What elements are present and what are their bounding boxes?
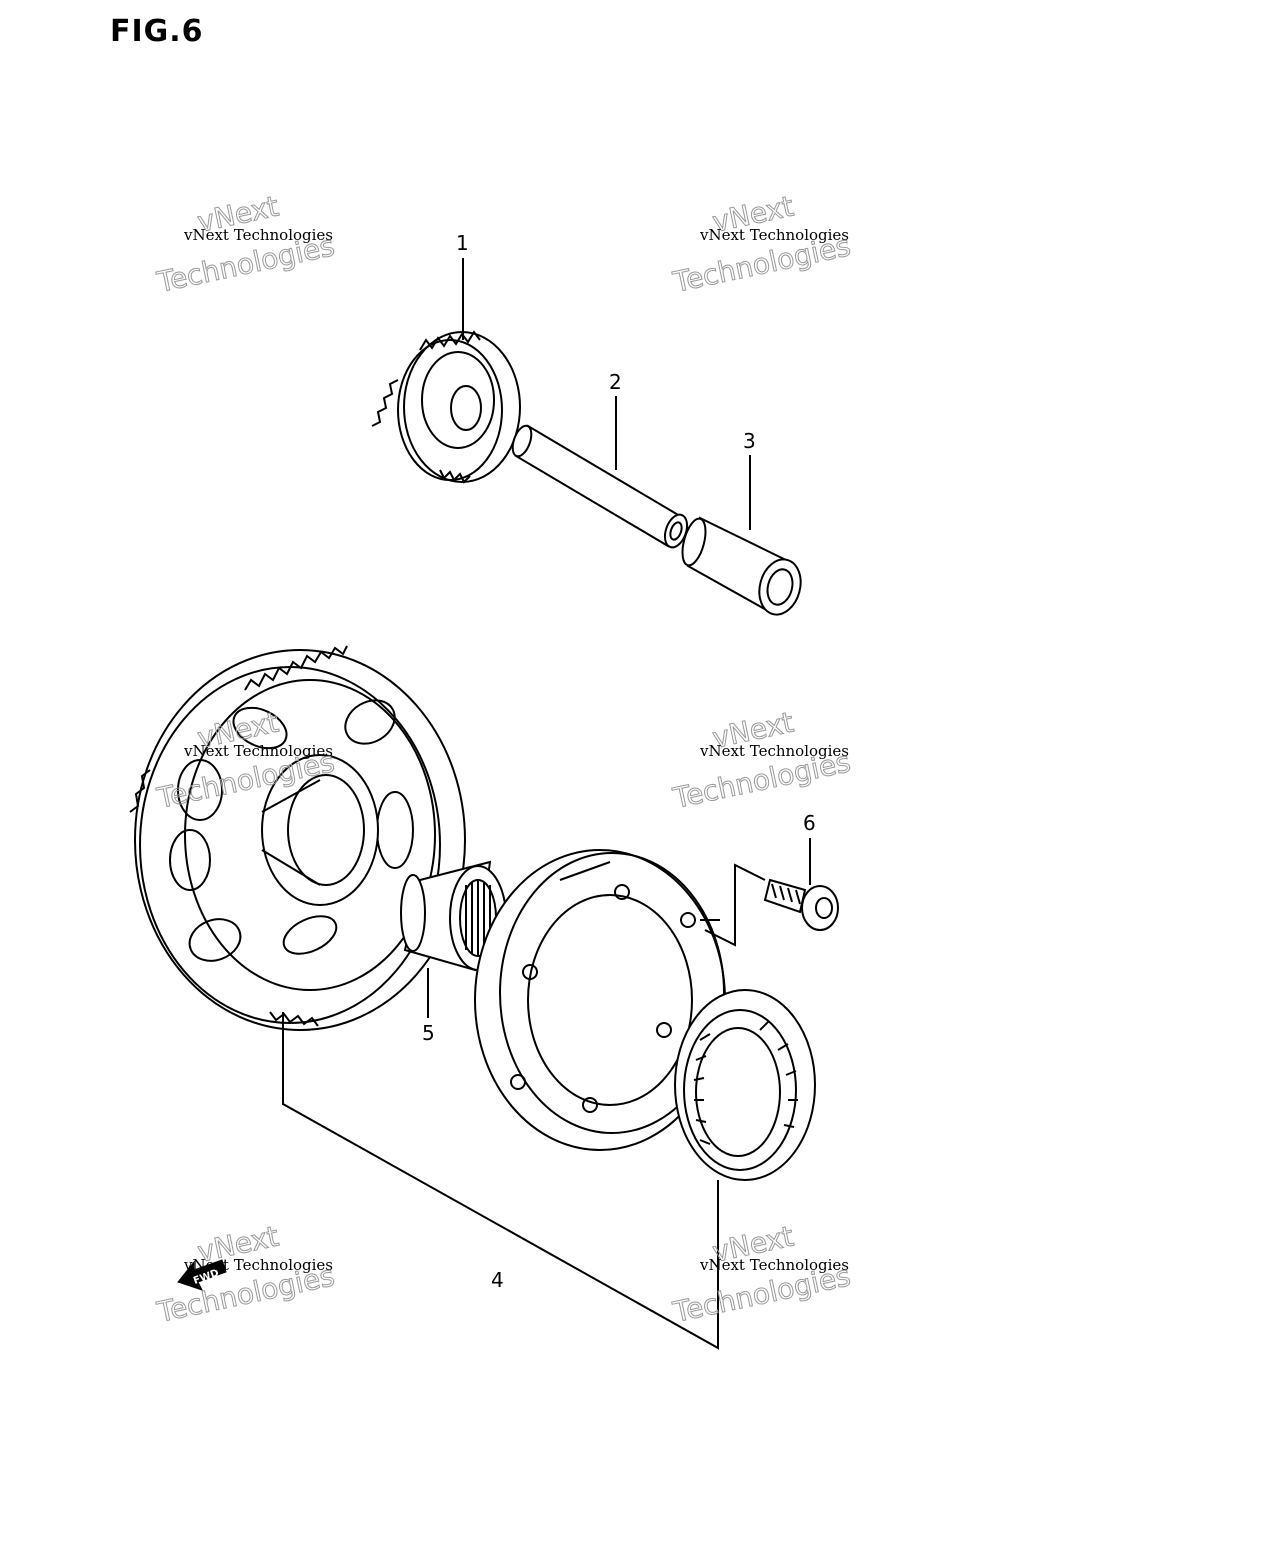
callout-1: 1	[456, 231, 469, 255]
clutch-housing	[474, 849, 726, 1151]
svg-text:vNext Technologies: vNext Technologies	[699, 1256, 849, 1274]
svg-text:vNext Technologies: vNext Technologies	[699, 742, 849, 760]
svg-text:vNext Technologies: vNext Technologies	[699, 226, 849, 244]
part-6-bolt	[763, 878, 839, 931]
clutch-sprag-ring	[674, 989, 816, 1181]
part-2-shaft	[511, 424, 689, 549]
watermark-top-right: vNext vNext Technologies Technologies	[669, 189, 854, 299]
callout-3: 3	[743, 429, 756, 453]
part-3-sleeve	[681, 516, 802, 616]
callout-5: 5	[422, 1021, 435, 1045]
part-1-gear	[371, 330, 521, 484]
callout-4: 4	[491, 1268, 504, 1292]
leader-lines	[282, 258, 811, 1350]
callout-2: 2	[609, 370, 622, 394]
svg-text:vNext Technologies: vNext Technologies	[183, 1256, 333, 1274]
callout-6: 6	[803, 811, 816, 835]
svg-text:vNext Technologies: vNext Technologies	[183, 226, 333, 244]
svg-text:vNext Technologies: vNext Technologies	[183, 742, 333, 760]
callout-numbers: 1 2 3 4 5 6	[422, 231, 816, 1292]
watermark-top-left: vNext vNext Technologies Technologies	[153, 189, 338, 299]
watermark-bottom-right: vNext vNext Technologies Technologies	[669, 1219, 854, 1329]
part-4-starter-gear	[129, 645, 466, 1031]
watermark-mid-right: vNext vNext Technologies Technologies	[669, 705, 854, 815]
figure-title: FIG.6	[110, 14, 204, 49]
watermark-bottom-left: vNext vNext Technologies Technologies	[153, 1219, 338, 1329]
